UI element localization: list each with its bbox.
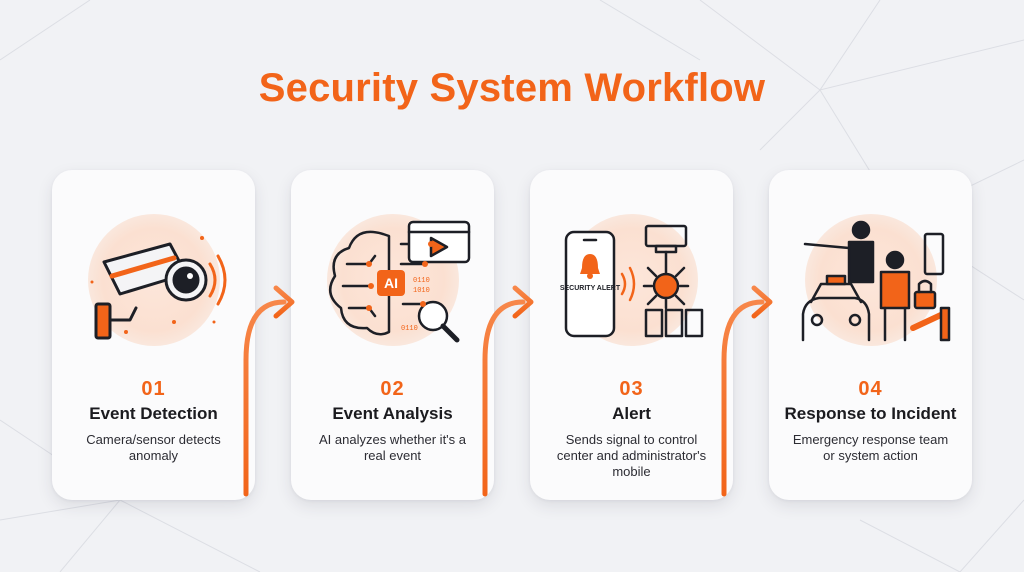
svg-text:0110: 0110 [401, 325, 418, 333]
step-number: 01 [141, 378, 166, 400]
step-description: Camera/sensor detects anomaly [86, 432, 221, 463]
step-card-1: 01 Event Detection Camera/sensor detects… [52, 170, 255, 500]
response-team-icon [801, 220, 951, 342]
security-alert-badge: SECURITY ALERT [560, 285, 621, 292]
step-title: Alert [612, 404, 651, 423]
step-card-3: SECURITY ALERT 03 Alert Sends signal to … [530, 170, 733, 500]
page-title: Security System Workflow [258, 66, 766, 110]
step-title: Event Detection [89, 404, 218, 423]
svg-text:1010: 1010 [413, 287, 430, 295]
ai-badge: AI [384, 275, 398, 291]
step-description: AI analyzes whether it's a real event [319, 432, 466, 463]
step-number: 02 [380, 378, 405, 400]
step-description: Sends signal to control center and admin… [556, 432, 707, 479]
step-number: 04 [858, 378, 883, 400]
ai-brain-icon: AI 0110 1010 0110 [328, 220, 471, 343]
step-card-4: 04 Response to Incident Emergency respon… [769, 170, 972, 500]
mobile-alert-icon: SECURITY ALERT [560, 224, 704, 338]
step-title: Event Analysis [332, 404, 453, 423]
step-title: Response to Incident [784, 404, 957, 423]
security-camera-icon [90, 236, 227, 340]
step-number: 03 [619, 378, 644, 400]
step-description: Emergency response team or system action [792, 432, 949, 463]
svg-text:0110: 0110 [413, 277, 430, 285]
step-card-2: AI 0110 1010 0110 02 Event Analysis AI ana… [291, 170, 494, 500]
